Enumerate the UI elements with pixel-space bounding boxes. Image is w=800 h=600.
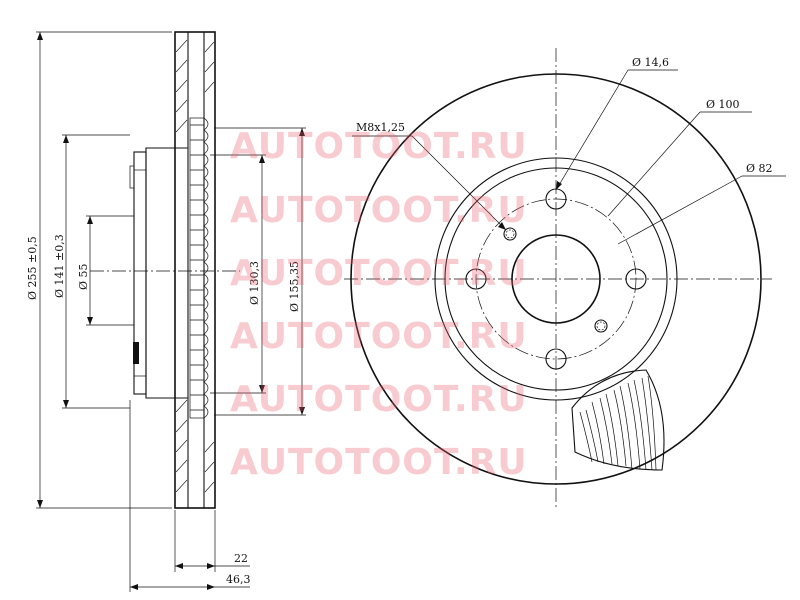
dim-pcd-label: Ø 100 [706, 98, 740, 111]
callout-thread: M8x1,25 [352, 121, 507, 231]
dim-friction-inner: Ø 130,3 [210, 154, 266, 394]
thread-detail [133, 342, 139, 364]
dim-disc-thickness-label: 22 [234, 552, 248, 565]
section-hatching [175, 39, 215, 493]
threaded-hole [503, 227, 517, 241]
vane-cutaway [571, 369, 665, 471]
thread-label: M8x1,25 [356, 121, 405, 134]
dim-center-bore: Ø 55 [77, 215, 134, 326]
watermark-text: AUTOTOOT.RU [230, 442, 528, 483]
callout-pcd: Ø 100 [607, 98, 752, 217]
dim-outer-diameter: Ø 255 ±0,5 [26, 31, 172, 509]
callout-bolt-hole: Ø 14,6 [555, 56, 678, 191]
front-view: Ø 14,6 Ø 100 Ø 82 M8x1,25 [344, 48, 786, 510]
hat-outer-circle [434, 157, 678, 401]
dim-friction-outer-label: Ø 155,35 [288, 261, 301, 312]
threaded-holes [503, 227, 608, 333]
bolt-hole [545, 348, 567, 370]
vent-fins [189, 117, 209, 419]
dim-total-height-label: 46,3 [226, 573, 251, 586]
watermark: AUTOTOOT.RU AUTOTOOT.RU AUTOTOOT.RU AUTO… [230, 126, 528, 483]
dim-hub-diameter-label: Ø 141 ±0,3 [53, 234, 66, 298]
dim-outer-diameter-label: Ø 255 ±0,5 [26, 236, 39, 300]
callout-bore-circle: Ø 82 [617, 162, 786, 245]
watermark-text: AUTOTOOT.RU [230, 253, 528, 294]
dim-bore-circle-label: Ø 82 [746, 162, 773, 175]
dim-disc-thickness: 22 [174, 510, 250, 572]
hub-section [129, 147, 188, 399]
hat-inner-circle [444, 167, 668, 391]
center-bore-circle [511, 234, 601, 324]
dim-center-bore-label: Ø 55 [77, 263, 90, 290]
disc-section-outline [174, 31, 216, 509]
watermark-text: AUTOTOOT.RU [230, 126, 528, 167]
dim-bolt-hole-label: Ø 14,6 [632, 56, 669, 69]
watermark-text: AUTOTOOT.RU [230, 379, 528, 420]
bolt-hole [465, 268, 487, 290]
bolt-holes [465, 188, 647, 370]
pcd-circle [475, 198, 637, 360]
watermark-text: AUTOTOOT.RU [230, 316, 528, 357]
bolt-hole [625, 268, 647, 290]
threaded-hole [594, 319, 608, 333]
dim-friction-inner-label: Ø 130,3 [248, 261, 261, 305]
dim-total-height: 46,3 [129, 400, 251, 592]
dim-friction-outer: Ø 155,35 [214, 127, 306, 416]
section-view: Ø 255 ±0,5 Ø 141 ±0,3 Ø 55 Ø 130,3 [26, 31, 306, 592]
dim-hub-diameter: Ø 141 ±0,3 [53, 134, 130, 409]
disc-outer-circle [350, 73, 762, 485]
bolt-hole [545, 188, 567, 210]
watermark-text: AUTOTOOT.RU [230, 190, 528, 231]
